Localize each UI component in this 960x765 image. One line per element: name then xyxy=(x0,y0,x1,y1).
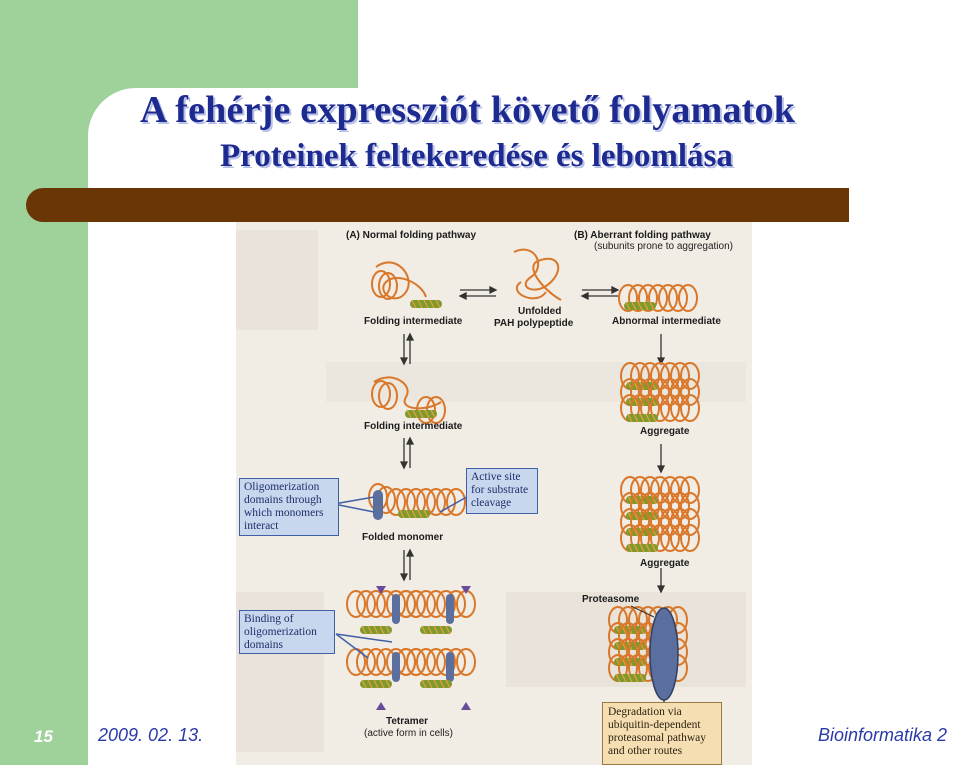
panel-b-title: (B) Aberrant folding pathway xyxy=(574,230,711,241)
callout-degradation: Degradation via ubiquitin-dependent prot… xyxy=(602,702,722,765)
abnormal-intermediate-shape xyxy=(619,285,697,311)
callout-binding-line-3: domains xyxy=(244,639,283,651)
aggregation-arrows-right xyxy=(656,334,666,594)
callout-oligomerization-line-1: Oligomerization xyxy=(244,481,320,493)
callout-active-site-line-1: Active site xyxy=(471,471,521,483)
callout-binding-line-2: oligomerization xyxy=(244,626,317,638)
equilibrium-arrows-left xyxy=(399,332,415,582)
folding-diagram-svg: (A) Normal folding pathway (B) Aberrant … xyxy=(236,230,746,752)
label-folding-intermediate-1: Folding intermediate xyxy=(364,316,463,327)
label-unfolded-2: PAH polypeptide xyxy=(494,318,574,329)
folding-intermediate-1-shape xyxy=(371,261,443,309)
page-number: 15 xyxy=(34,727,53,746)
label-tetramer: Tetramer xyxy=(386,716,428,727)
callout-active-site-line-2: for substrate xyxy=(471,484,529,496)
label-unfolded-1: Unfolded xyxy=(518,306,561,317)
unfolded-polypeptide-shape xyxy=(513,248,562,301)
label-aggregate-2: Aggregate xyxy=(640,558,690,569)
callout-degradation-line-4: and other routes xyxy=(608,745,683,757)
label-abnormal-intermediate: Abnormal intermediate xyxy=(612,316,721,327)
label-folded-monomer: Folded monomer xyxy=(362,532,443,543)
callout-pointers xyxy=(333,493,473,659)
footer-course-name: Bioinformatika 2 xyxy=(818,725,948,745)
callout-oligomerization-line-2: domains through xyxy=(244,494,322,506)
callout-binding-line-1: Binding of xyxy=(244,613,294,625)
callout-binding-oligomerization: Binding of oligomerization domains xyxy=(239,610,335,654)
title-divider-bar xyxy=(26,188,849,222)
protein-folding-figure: (A) Normal folding pathway (B) Aberrant … xyxy=(236,222,752,765)
callout-degradation-line-1: Degradation via xyxy=(608,706,682,718)
label-aggregate-1: Aggregate xyxy=(640,426,690,437)
slide-title: A fehérje expressziót követő folyamatok xyxy=(140,89,796,131)
equilibrium-arrows-top xyxy=(458,285,620,301)
callout-oligomerization-domains: Oligomerization domains through which mo… xyxy=(239,478,339,536)
label-folding-intermediate-2: Folding intermediate xyxy=(364,421,463,432)
tetramer-shape xyxy=(347,586,475,710)
callout-oligomerization-line-3: which monomers xyxy=(244,507,324,519)
callout-active-site: Active site for substrate cleavage xyxy=(466,468,538,514)
footer-date: 2009. 02. 13. xyxy=(98,725,204,745)
slide-subtitle: Proteinek feltekeredése és lebomlása xyxy=(220,138,733,174)
label-proteasome: Proteasome xyxy=(582,594,640,605)
callout-degradation-line-2: ubiquitin-dependent xyxy=(608,719,701,731)
callout-active-site-line-3: cleavage xyxy=(471,497,512,509)
panel-b-subtitle: (subunits prone to aggregation) xyxy=(594,241,733,252)
folded-monomer-shape xyxy=(368,483,465,520)
proteasome-shape xyxy=(609,605,687,716)
folding-intermediate-2-shape xyxy=(371,376,446,424)
panel-a-title: (A) Normal folding pathway xyxy=(346,230,476,241)
aggregate-2-shape xyxy=(621,477,699,552)
label-tetramer-note: (active form in cells) xyxy=(364,728,453,739)
callout-oligomerization-line-4: interact xyxy=(244,520,279,532)
callout-degradation-line-3: proteasomal pathway xyxy=(608,732,707,744)
footer-green-strip xyxy=(0,700,88,765)
